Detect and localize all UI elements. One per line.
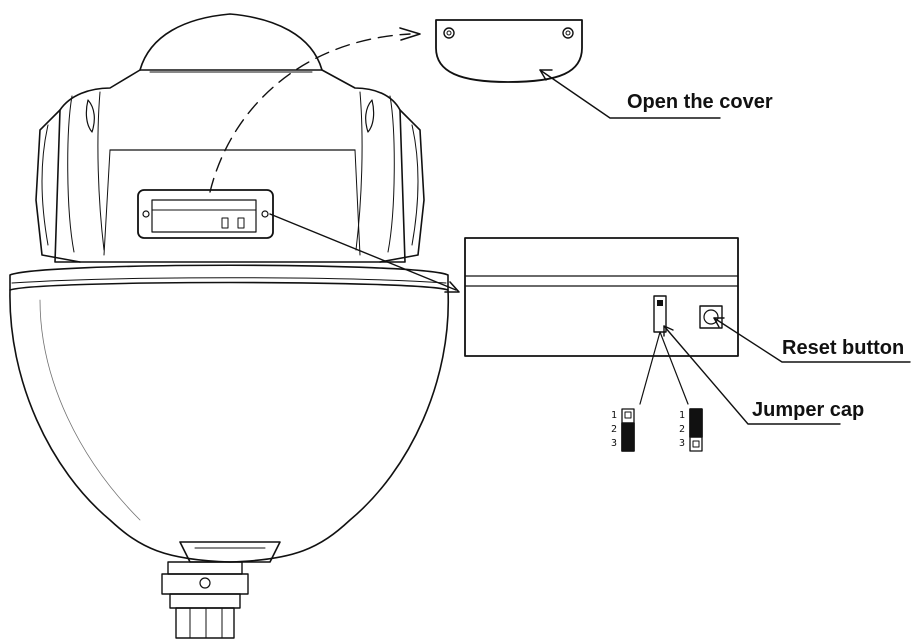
cover-removal-arrowhead — [399, 27, 421, 41]
right-pin-2: 2 — [679, 424, 685, 435]
jumper-pins-left — [621, 408, 635, 452]
panel-reset-button — [699, 305, 723, 329]
jumper-pins-right — [689, 408, 703, 452]
cover-removal-arc — [209, 33, 411, 193]
reset-button-label: Reset button — [782, 337, 904, 359]
camera-bottom-fitting — [179, 541, 281, 563]
enlarged-panel — [464, 237, 739, 357]
dome-camera — [9, 13, 450, 639]
left-pin-1: 1 — [611, 410, 617, 421]
camera-dome — [9, 289, 450, 563]
left-pin-3: 3 — [611, 438, 617, 449]
panel-leader — [269, 213, 457, 291]
removed-cover — [435, 19, 583, 83]
camera-right-arm — [379, 109, 425, 263]
body-cover-panel — [137, 189, 274, 239]
jumper-cap-leader — [663, 325, 841, 425]
open-cover-leader — [539, 69, 721, 119]
camera-left-arm — [35, 109, 81, 263]
camera-upper-housing — [54, 69, 406, 263]
reset-button-leader — [713, 317, 911, 363]
left-pin-2: 2 — [611, 424, 617, 435]
right-pin-1: 1 — [679, 410, 685, 421]
camera-top-cap — [139, 13, 323, 71]
right-pin-3: 3 — [679, 438, 685, 449]
jumper-cap-label: Jumper cap — [752, 399, 864, 421]
open-cover-label: Open the cover — [627, 91, 773, 113]
